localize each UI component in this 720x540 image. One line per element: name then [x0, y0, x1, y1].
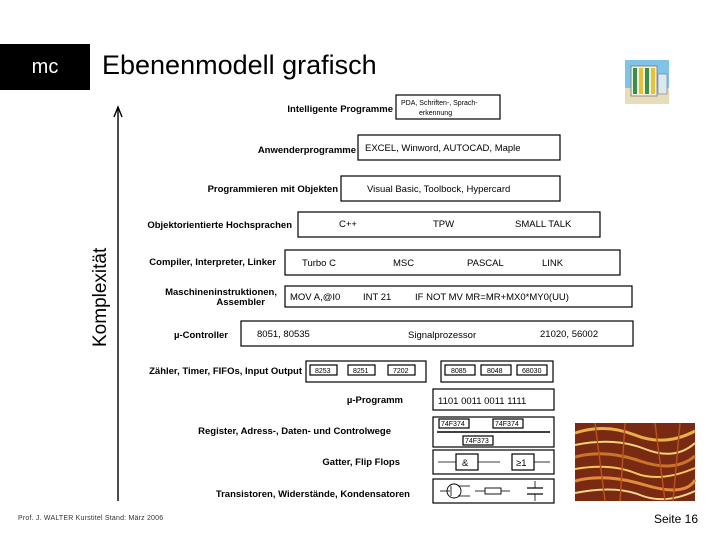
level-label: Transistoren, Widerstände, Kondensatoren	[216, 489, 410, 500]
chip-box	[387, 364, 416, 376]
chip-box	[438, 418, 470, 429]
item-text: 74F374	[495, 421, 519, 428]
level-label: µ-Programm	[347, 395, 403, 406]
item-text: 8051, 80535	[257, 329, 310, 340]
layer-diagram: Komplexität Intelligente Programme Anwen…	[90, 94, 634, 504]
beach-chair-photo	[625, 60, 669, 104]
item-box	[297, 211, 601, 238]
level-label: Assembler	[216, 297, 265, 308]
mc-logo: mc	[0, 44, 90, 90]
chip-box	[347, 364, 376, 376]
item-text: 68030	[522, 368, 542, 375]
item-text: 7202	[393, 368, 409, 375]
item-text: MOV A,@I0	[290, 292, 340, 303]
item-text: ≥1	[516, 458, 527, 469]
item-text: EXCEL, Winword, AUTOCAD, Maple	[365, 143, 521, 154]
level-label: Gatter, Flip Flops	[322, 457, 400, 468]
item-box	[240, 320, 634, 347]
item-text: PDA, Schriften-, Sprach-	[401, 100, 478, 107]
item-box	[284, 249, 621, 276]
item-text: &	[462, 458, 469, 469]
chip-box	[480, 364, 512, 376]
chip-box	[309, 364, 338, 376]
item-text: 1101 0011 0011 1111	[438, 396, 526, 407]
item-text: 74F374	[441, 421, 465, 428]
item-text: SMALL TALK	[515, 219, 572, 230]
item-text: MSC	[393, 258, 414, 269]
axis-arrowhead	[113, 105, 123, 118]
axis-label: Komplexität	[90, 247, 111, 347]
level-label: Intelligente Programme	[287, 104, 393, 115]
level-label: Objektorientierte Hochsprachen	[147, 220, 292, 231]
footer-author: Prof. J. WALTER Kurstitel Stand: März 20…	[18, 515, 164, 522]
page-title: Ebenenmodell grafisch	[102, 50, 377, 80]
item-text: 74F373	[465, 438, 489, 445]
level-label: µ-Controller	[174, 330, 228, 341]
item-text: Turbo C	[302, 258, 336, 269]
item-text: 8251	[353, 368, 369, 375]
item-text: 21020, 56002	[540, 329, 598, 340]
item-text: IF NOT MV MR=MR+MX0*MY0(UU)	[415, 292, 569, 303]
item-box	[432, 388, 555, 411]
item-box	[357, 134, 561, 161]
level-label: Register, Adress-, Daten- und Controlweg…	[198, 426, 391, 437]
chip-box	[492, 418, 524, 429]
item-text: 8048	[487, 368, 503, 375]
item-text: LINK	[542, 258, 564, 269]
item-text: Signalprozessor	[408, 330, 476, 341]
item-box	[432, 478, 555, 504]
item-text: Visual Basic, Toolbock, Hypercard	[367, 184, 510, 195]
item-text: INT 21	[363, 292, 391, 303]
item-box	[340, 175, 561, 202]
level-label: Programmieren mit Objekten	[208, 184, 339, 195]
item-text: 8085	[451, 368, 467, 375]
chip-box	[462, 435, 494, 446]
chip-box	[444, 364, 476, 376]
chip-box	[516, 364, 548, 376]
item-text: 8253	[315, 368, 331, 375]
item-text: erkennung	[419, 110, 452, 117]
item-box	[395, 94, 501, 120]
item-text: C++	[339, 219, 357, 230]
level-label: Maschineninstruktionen,	[165, 287, 277, 298]
item-text: PASCAL	[467, 258, 504, 269]
item-text: TPW	[433, 219, 454, 230]
circuit-wires-photo	[574, 422, 697, 502]
item-box	[284, 285, 633, 308]
level-label: Anwenderprogramme	[258, 145, 356, 156]
footer-page-number: Seite 16	[653, 512, 698, 526]
level-label: Compiler, Interpreter, Linker	[149, 257, 276, 268]
level-label: Zähler, Timer, FIFOs, Input Output	[149, 366, 303, 377]
